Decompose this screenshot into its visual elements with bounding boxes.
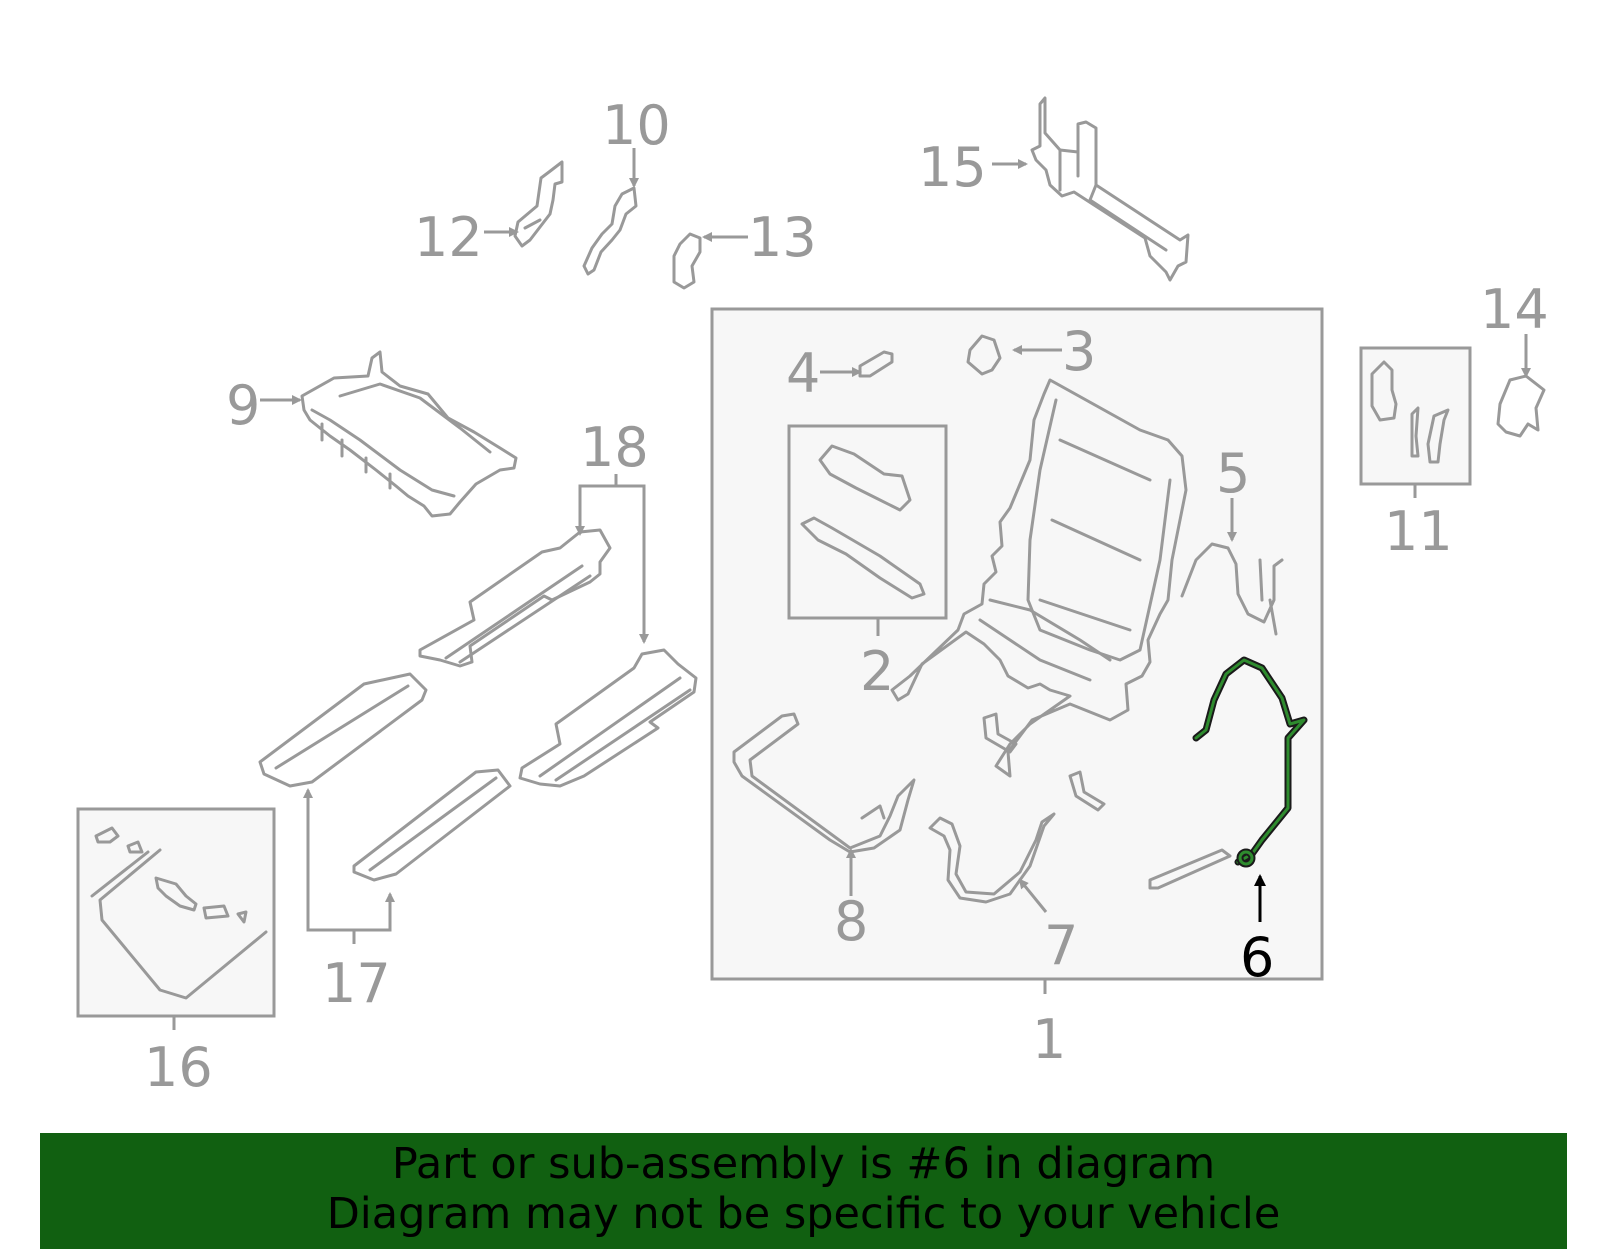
callout-1: 1 bbox=[1032, 1008, 1066, 1071]
callout-13: 13 bbox=[748, 206, 817, 269]
callout-15: 15 bbox=[918, 136, 987, 199]
part-16-wire-set bbox=[90, 826, 268, 1000]
seat-frame bbox=[890, 378, 1188, 778]
callout-6: 6 bbox=[1240, 926, 1274, 989]
part-8-frame-wire bbox=[732, 712, 916, 854]
part-15-rail-bracket bbox=[1030, 96, 1190, 282]
callout-14: 14 bbox=[1480, 278, 1549, 341]
callout-2: 2 bbox=[860, 640, 894, 703]
banner-line-1: Part or sub-assembly is #6 in diagram bbox=[391, 1139, 1216, 1189]
callout-7: 7 bbox=[1044, 914, 1078, 977]
part-12-bracket bbox=[513, 160, 564, 248]
leader-lines bbox=[172, 148, 1531, 1030]
part-7-wire bbox=[928, 812, 1056, 904]
callout-3: 3 bbox=[1062, 320, 1096, 383]
callout-9: 9 bbox=[226, 374, 260, 437]
clip-lower bbox=[1068, 770, 1106, 812]
callout-11: 11 bbox=[1384, 500, 1453, 563]
part-13-clip bbox=[672, 232, 702, 290]
part-3-cap bbox=[966, 334, 1002, 376]
part-6-cable-highlighted bbox=[1192, 656, 1308, 868]
part-9-tray bbox=[300, 350, 518, 518]
part-11-brackets bbox=[1370, 360, 1450, 464]
callout-10: 10 bbox=[602, 94, 671, 157]
banner-line-2: Diagram may not be specific to your vehi… bbox=[326, 1189, 1281, 1239]
info-banner: Part or sub-assembly is #6 in diagram Di… bbox=[40, 1133, 1567, 1249]
callout-4: 4 bbox=[786, 342, 820, 405]
part-14-cover bbox=[1496, 374, 1546, 438]
callout-18: 18 bbox=[580, 416, 649, 479]
callout-12: 12 bbox=[414, 206, 483, 269]
part-5-cable bbox=[1180, 542, 1284, 636]
callout-5: 5 bbox=[1216, 442, 1250, 505]
pin-rod bbox=[1148, 848, 1232, 890]
part-2-components bbox=[800, 444, 926, 600]
part-10-bracket bbox=[582, 186, 638, 276]
clip-upper bbox=[982, 712, 1018, 754]
callout-8: 8 bbox=[834, 890, 868, 953]
callout-16: 16 bbox=[144, 1036, 213, 1099]
part-17-steps bbox=[258, 672, 512, 882]
part-18-rails bbox=[418, 528, 698, 788]
callout-17: 17 bbox=[322, 952, 391, 1015]
